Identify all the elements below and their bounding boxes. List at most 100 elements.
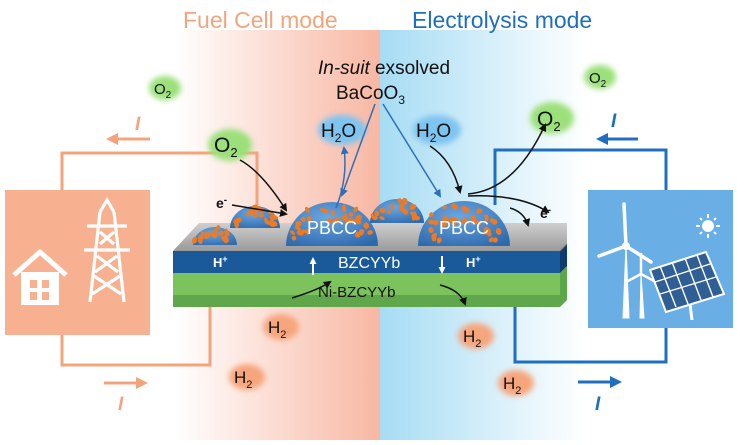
current-label-top-left: I <box>135 114 141 135</box>
exsolved-nanoparticle <box>355 215 361 223</box>
hydrogen-label-1: H2 <box>268 318 286 341</box>
exsolved-nanoparticle <box>191 236 198 244</box>
exsolved-nanoparticle <box>476 208 483 214</box>
hydrogen-label-2: H2 <box>234 368 252 391</box>
solar-panel-icon <box>648 250 726 321</box>
power-grid-panel <box>5 190 150 335</box>
exsolved-nanoparticle <box>289 230 296 235</box>
exsolved-nanoparticle <box>442 204 447 210</box>
exsolved-nanoparticle <box>304 206 310 213</box>
exsolved-nanoparticle <box>269 214 276 220</box>
exsolved-nanoparticle <box>224 232 230 237</box>
exsolved-nanoparticle <box>448 217 456 223</box>
exsolved-nanoparticle <box>198 238 203 244</box>
exsolved-nanoparticle <box>428 227 434 233</box>
exsolved-nanoparticle <box>461 217 468 224</box>
exsolved-nanoparticle <box>441 215 448 223</box>
wind-turbine-icon <box>597 202 658 319</box>
exsolved-nanoparticle <box>451 203 458 210</box>
fuel-cell-mode-title: Fuel Cell mode <box>183 7 338 33</box>
exsolved-nanoparticle <box>305 229 310 235</box>
exsolved-nanoparticle <box>291 235 297 241</box>
exsolved-nanoparticle <box>306 215 312 222</box>
exsolved-nanoparticle <box>436 237 442 243</box>
exsolved-nanoparticle <box>495 227 502 235</box>
exsolved-nanoparticle <box>252 213 258 218</box>
exsolved-nanoparticle <box>233 217 241 224</box>
fuel-cell-circuit <box>60 151 259 367</box>
exsolved-nanoparticle <box>372 216 378 221</box>
exsolved-nanoparticle <box>402 199 408 205</box>
current-label-bottom-left: I <box>118 394 124 415</box>
exsolved-annotation-line1: In-suit exsolved <box>318 58 450 79</box>
exsolved-nanoparticle <box>429 212 434 217</box>
exsolved-nanoparticle <box>297 227 301 232</box>
pbcc-particles: PBCC PBCC <box>191 197 510 246</box>
exsolved-nanoparticle <box>333 217 340 225</box>
exsolved-nanoparticle <box>428 219 435 225</box>
exsolved-nanoparticle <box>204 233 210 239</box>
exsolved-nanoparticle <box>414 215 420 221</box>
exsolved-nanoparticle <box>483 227 491 233</box>
exsolved-nanoparticle <box>300 217 306 222</box>
power-tower-icon <box>84 196 130 303</box>
electron-label-left: e- <box>216 195 227 211</box>
exsolved-nanoparticle <box>348 212 354 217</box>
exsolved-nanoparticle <box>489 218 494 223</box>
house-icon <box>12 249 68 305</box>
exsolved-nanoparticle <box>397 198 403 203</box>
electrolysis-circuit <box>493 148 668 364</box>
reaction-arrows <box>231 103 550 306</box>
exsolved-nanoparticle <box>374 210 380 217</box>
exsolved-nanoparticle <box>344 218 351 224</box>
exsolved-nanoparticle <box>295 220 302 227</box>
hydrogen-label-4: H2 <box>503 374 521 397</box>
pbcc-label-left: PBCC <box>307 218 357 238</box>
exsolved-nanoparticle <box>386 209 391 215</box>
exsolved-nanoparticle <box>484 214 489 219</box>
exsolved-nanoparticle <box>218 230 224 236</box>
electrolyte-label: BZCYYb <box>338 255 400 272</box>
exsolved-nanoparticle <box>353 206 359 213</box>
exsolved-nanoparticle <box>492 237 498 243</box>
exsolved-nanoparticle <box>342 204 347 210</box>
electrolyte-layer <box>173 251 560 273</box>
exsolved-nanoparticle <box>488 237 494 243</box>
exsolved-nanoparticle <box>379 207 386 214</box>
exsolved-nanoparticle <box>477 220 481 226</box>
exsolved-nanoparticle <box>300 229 307 234</box>
exsolved-nanoparticle <box>357 230 364 236</box>
exsolved-nanoparticle <box>379 216 385 221</box>
renewable-energy-panel <box>588 190 733 328</box>
exsolved-nanoparticle <box>223 237 229 244</box>
pbcc-label-right: PBCC <box>439 218 489 238</box>
exsolved-nanoparticle <box>431 236 437 242</box>
oxygen-label-top-left: O2 <box>154 81 172 101</box>
exsolved-nanoparticle <box>327 218 331 224</box>
exsolved-nanoparticle <box>270 220 278 227</box>
water-label-right: H2O <box>416 121 451 145</box>
cell-stack: Ni-BZCYYb BZCYYb H+ H+ <box>173 223 568 307</box>
proton-label-right: H+ <box>466 254 481 270</box>
exsolved-nanoparticle <box>250 209 257 215</box>
exsolved-nanoparticle <box>409 204 416 210</box>
exsolved-nanoparticle <box>442 221 447 227</box>
exsolved-nanoparticle <box>199 234 205 240</box>
sun-icon <box>696 214 720 238</box>
oxygen-label-reactant: O2 <box>214 134 238 160</box>
exsolved-nanoparticle <box>319 208 326 212</box>
exsolved-nanoparticle <box>484 217 489 222</box>
current-label-bottom-right: I <box>595 394 601 415</box>
anode-label: Ni-BZCYYb <box>318 284 396 301</box>
hydrogen-label-3: H2 <box>463 327 481 350</box>
exsolved-nanoparticle <box>363 222 370 229</box>
exsolved-nanoparticle <box>464 207 470 214</box>
exsolved-nanoparticle <box>367 230 373 235</box>
proton-label-left: H+ <box>213 254 228 270</box>
exsolved-nanoparticle <box>258 212 264 218</box>
exsolved-annotation-line2: BaCoO3 <box>336 83 405 107</box>
current-label-top-right: I <box>611 111 617 132</box>
exsolved-nanoparticle <box>269 217 275 223</box>
